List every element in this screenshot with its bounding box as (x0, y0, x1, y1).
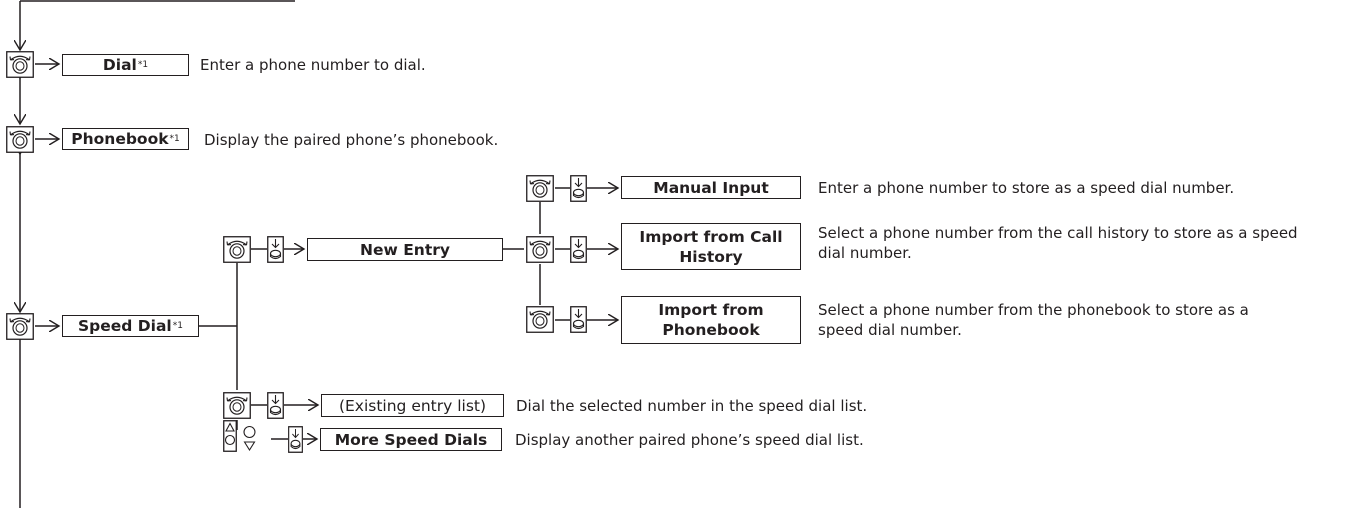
press-icon (267, 392, 284, 419)
more-speed-dials-label: More Speed Dials (334, 430, 488, 449)
manual-input-label: Manual Input (653, 178, 769, 197)
manual-input-description: Enter a phone number to store as a speed… (818, 179, 1235, 197)
import-call-history-description-1: Select a phone number from the call hist… (818, 224, 1298, 242)
rotate-icon (223, 392, 251, 419)
rotate-icon (526, 236, 554, 263)
import-call-history-description-2: dial number. (818, 244, 912, 262)
speed-dial-footnote: *1 (172, 321, 183, 331)
new-entry-label: New Entry (360, 240, 450, 259)
press-icon (570, 306, 587, 333)
import-phonebook-label-1: Import from (658, 301, 764, 319)
import-phonebook-label-2: Phonebook (662, 321, 760, 339)
rotate-icon (526, 306, 554, 333)
move-down-icon (243, 425, 256, 452)
phonebook-description: Display the paired phone’s phonebook. (204, 131, 499, 149)
rotate-icon (6, 51, 34, 78)
import-call-history-description: Select a phone number from the call hist… (818, 223, 1298, 263)
press-icon (570, 175, 587, 202)
more-speed-dials-menu-item[interactable]: More Speed Dials (320, 428, 502, 451)
phonebook-menu-item[interactable]: Phonebook*1 (62, 128, 189, 150)
press-icon (570, 236, 587, 263)
dial-menu-item[interactable]: Dial*1 (62, 54, 189, 76)
new-entry-menu-item[interactable]: New Entry (307, 238, 503, 261)
phonebook-footnote: *1 (169, 134, 180, 144)
rotate-icon (526, 175, 554, 202)
dial-description: Enter a phone number to dial. (200, 56, 426, 74)
manual-input-menu-item[interactable]: Manual Input (621, 176, 801, 199)
existing-entry-description: Dial the selected number in the speed di… (516, 397, 868, 415)
import-call-history-menu-item[interactable]: Import from Call History (621, 223, 801, 270)
speed-dial-label: Speed Dial (78, 317, 172, 335)
press-icon (267, 236, 284, 263)
more-speed-dials-description: Display another paired phone’s speed dia… (515, 431, 864, 449)
existing-entry-list-item[interactable]: (Existing entry list) (321, 394, 504, 417)
speed-dial-menu-item[interactable]: Speed Dial*1 (62, 315, 199, 337)
rotate-icon (6, 313, 34, 340)
import-phonebook-description: Select a phone number from the phonebook… (818, 300, 1249, 340)
import-phonebook-description-1: Select a phone number from the phonebook… (818, 301, 1249, 319)
rotate-icon (223, 236, 251, 263)
press-icon (288, 426, 303, 453)
import-call-history-label-1: Import from Call (639, 227, 783, 246)
import-phonebook-menu-item[interactable]: Import from Phonebook (621, 296, 801, 344)
existing-entry-label: (Existing entry list) (338, 396, 487, 415)
import-call-history-label-2: History (679, 247, 743, 266)
phonebook-label: Phonebook (71, 130, 169, 148)
move-up-icon (223, 420, 237, 452)
dial-label: Dial (102, 56, 137, 74)
rotate-icon (6, 126, 34, 153)
import-phonebook-description-2: speed dial number. (818, 321, 962, 339)
dial-footnote: *1 (137, 60, 149, 70)
